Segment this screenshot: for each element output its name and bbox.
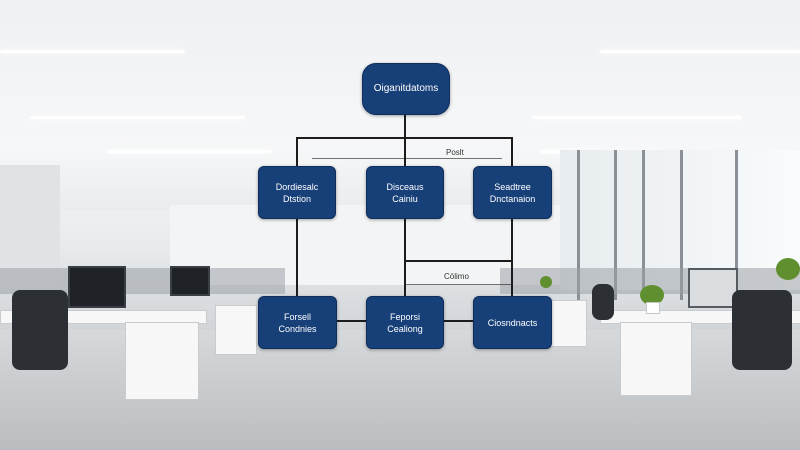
- desk-drawers: [215, 305, 257, 355]
- office-chair: [732, 290, 792, 370]
- node-root: Oiganitdatoms: [362, 63, 450, 115]
- connector-drop-right: [511, 137, 513, 166]
- connector-lower-right: [443, 320, 473, 322]
- connector-drop-left: [296, 137, 298, 166]
- ceiling-light: [0, 50, 185, 53]
- connector-middle-bus-lower: [404, 284, 512, 285]
- node-label-line2: Dtstion: [282, 193, 311, 204]
- node-level3-right: Ciosndnacts: [473, 296, 552, 349]
- ceiling-light: [30, 116, 245, 119]
- desk-drawers: [620, 322, 692, 396]
- ceiling-light: [107, 150, 272, 153]
- office-chair: [12, 290, 68, 370]
- connector-right-vertical: [511, 217, 513, 296]
- node-level3-center: Feporsi Cealiong: [366, 296, 444, 349]
- connector-upper-underline: [312, 158, 502, 159]
- window-frame: [735, 150, 738, 300]
- node-label-line2: Condnies: [278, 323, 317, 334]
- connector-center-vertical: [404, 217, 406, 296]
- desk-drawers: [125, 322, 199, 400]
- connector-label-upper: Poslt: [446, 148, 464, 157]
- node-level2-left: Dordiesalc Dtstion: [258, 166, 336, 219]
- ceiling-light: [600, 50, 800, 53]
- monitor: [68, 266, 126, 308]
- node-label-line2: Cainiu: [392, 193, 418, 204]
- window-frame: [680, 150, 683, 300]
- connector-lower-left: [336, 320, 366, 322]
- ceiling-light: [532, 116, 742, 119]
- plant: [540, 276, 552, 288]
- connector-drop-center: [404, 137, 406, 166]
- desk-drawers: [550, 300, 587, 347]
- node-label-line2: Dnctanaion: [489, 193, 536, 204]
- window-frame: [577, 150, 580, 300]
- node-label-line1: Dordiesalc: [275, 181, 319, 192]
- node-level3-left: Forsell Condnies: [258, 296, 337, 349]
- connector-left-vertical: [296, 217, 298, 296]
- desk-divider: [0, 268, 285, 294]
- window-frame: [614, 150, 617, 300]
- node-label-line1: Seadtree: [494, 181, 531, 192]
- plant: [640, 285, 664, 305]
- connector-label-middle: Cölimo: [444, 272, 469, 281]
- left-wall: [0, 165, 60, 285]
- plant-pot: [646, 302, 660, 314]
- monitor: [170, 266, 210, 296]
- plant: [776, 258, 800, 280]
- node-level2-right: Seadtree Dnctanaion: [473, 166, 552, 219]
- monitor: [688, 268, 738, 308]
- node-label-line1: Ciosndnacts: [487, 317, 538, 328]
- connector-root-trunk: [404, 113, 406, 138]
- office-chair: [592, 284, 614, 320]
- window-frame: [642, 150, 645, 300]
- node-label-line2: Cealiong: [387, 323, 423, 334]
- node-level2-center: Disceaus Cainiu: [366, 166, 444, 219]
- node-label-line1: Forsell: [283, 311, 311, 322]
- connector-middle-bus: [404, 260, 512, 262]
- node-root-label: Oiganitdatoms: [373, 83, 439, 94]
- node-label-line1: Disceaus: [386, 181, 424, 192]
- node-label-line1: Feporsi: [389, 311, 420, 322]
